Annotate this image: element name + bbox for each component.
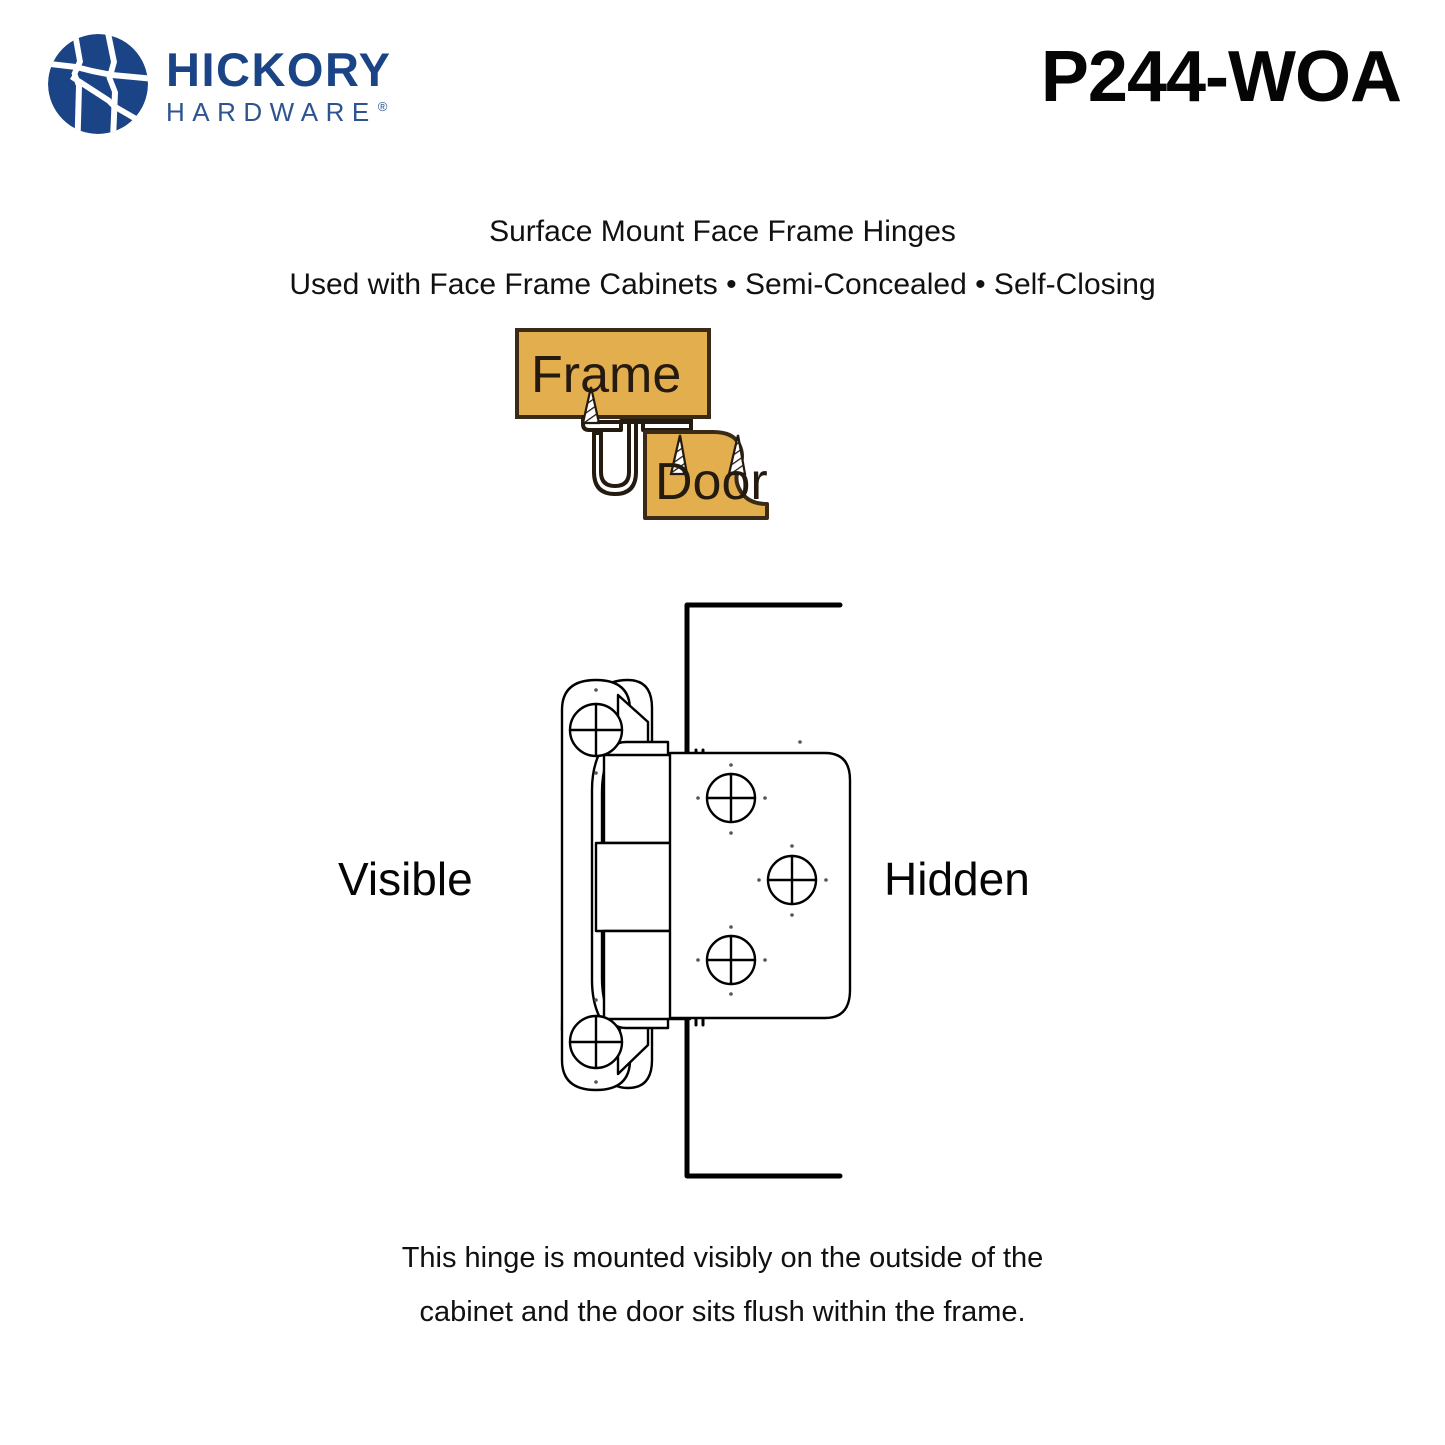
subtitle-product-features: Used with Face Frame Cabinets • Semi-Con… bbox=[289, 268, 1156, 301]
label-hidden: Hidden bbox=[884, 853, 1030, 905]
footnote: This hinge is mounted visibly on the out… bbox=[0, 1232, 1445, 1339]
door-screw-icon-1 bbox=[669, 434, 689, 476]
label-visible: Visible bbox=[338, 853, 473, 905]
screw-right-top-icon bbox=[705, 772, 757, 824]
footnote-line-2: cabinet and the door sits flush within t… bbox=[419, 1295, 1026, 1328]
screw-right-bottom-icon bbox=[705, 934, 757, 986]
registered-trademark-icon: ® bbox=[377, 98, 388, 114]
product-code: P244-WOA bbox=[1040, 37, 1402, 117]
screw-left-top-icon bbox=[568, 702, 624, 758]
frame-door-cross-section-diagram: Frame Door bbox=[515, 328, 769, 520]
hinge-arm-rail bbox=[629, 419, 693, 430]
hickory-circle-logo-icon bbox=[48, 34, 148, 134]
screw-left-bottom-icon bbox=[568, 1014, 624, 1070]
brand-name-secondary: HARDWARE bbox=[166, 96, 377, 127]
frame-block bbox=[515, 328, 711, 419]
footnote-line-1: This hinge is mounted visibly on the out… bbox=[401, 1242, 1044, 1274]
brand-logo: HICKORY HARDWARE ® bbox=[46, 32, 392, 136]
brand-wordmark: HICKORY HARDWARE ® bbox=[166, 43, 392, 124]
door-screw-icon-2 bbox=[727, 434, 747, 476]
page-header: HICKORY HARDWARE ® P244-WOA bbox=[0, 0, 1445, 150]
frame-screw-icon bbox=[581, 386, 601, 425]
hinge-right-plate bbox=[668, 751, 852, 1020]
subtitle-product-type: Surface Mount Face Frame Hinges bbox=[489, 215, 956, 248]
brand-name-secondary-row: HARDWARE ® bbox=[166, 99, 392, 125]
brand-name-primary: HICKORY bbox=[166, 43, 392, 97]
hinge-technical-drawing bbox=[560, 602, 852, 1179]
door-label: Door bbox=[655, 453, 768, 511]
center-mark-dots bbox=[594, 688, 828, 1084]
frame-label: Frame bbox=[531, 346, 681, 404]
screw-right-middle-icon bbox=[766, 854, 818, 906]
